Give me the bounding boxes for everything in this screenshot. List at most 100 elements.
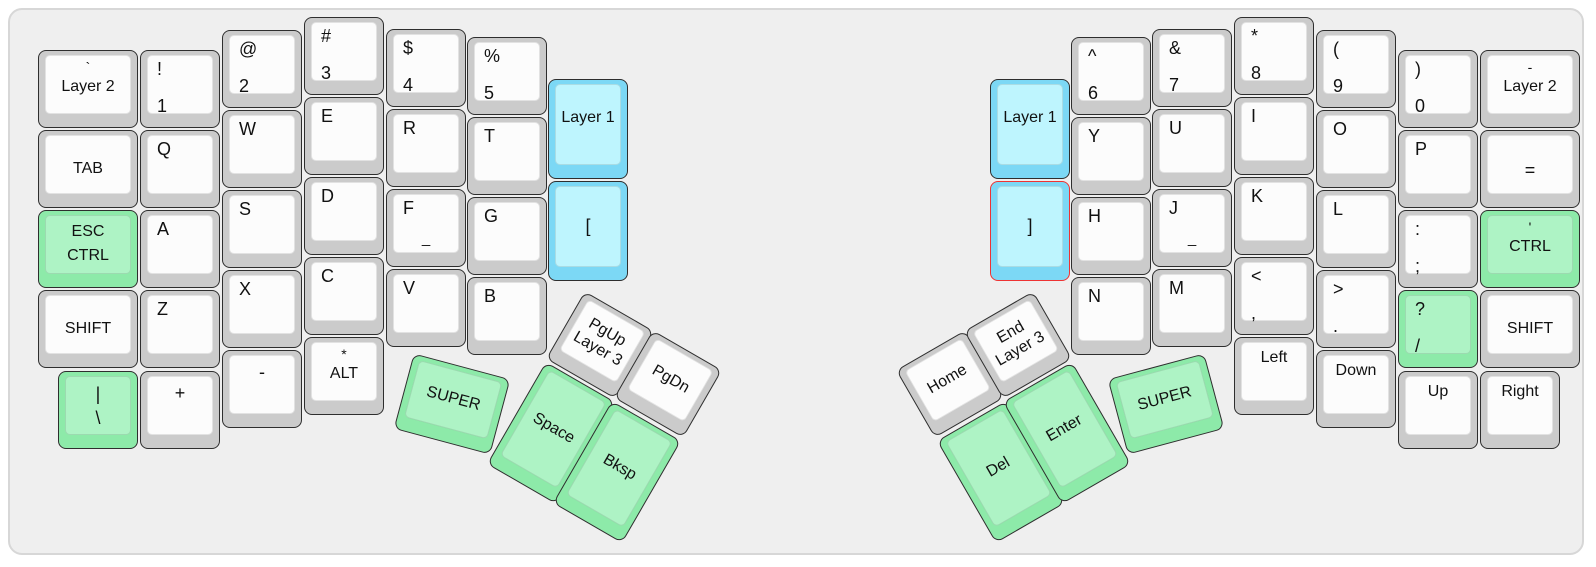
keycap: Left [1241, 342, 1307, 401]
key-legend: ^ [1088, 46, 1097, 66]
keycap: S [229, 195, 295, 254]
key-question-slash[interactable]: ?/ [1398, 290, 1478, 368]
key-m[interactable]: M [1152, 269, 1232, 347]
key-arrow-right[interactable]: Right [1480, 371, 1560, 449]
keycap: D [311, 182, 377, 241]
key-lparen-9[interactable]: (9 [1316, 30, 1396, 108]
key-l[interactable]: L [1316, 190, 1396, 268]
key-minus-layer2[interactable]: -Layer 2 [1480, 50, 1580, 128]
key-t[interactable]: T [467, 117, 547, 195]
key-legend: O [1333, 119, 1348, 139]
key-colon-semicolon[interactable]: :; [1398, 210, 1478, 288]
keycap: K [1241, 182, 1307, 241]
key-arrow-up[interactable]: Up [1398, 371, 1478, 449]
key-lbracket[interactable]: [ [548, 181, 628, 281]
key-plus[interactable]: + [140, 371, 220, 449]
key-star-8[interactable]: *8 [1234, 17, 1314, 95]
key-legend: D [321, 186, 334, 206]
key-s[interactable]: S [222, 190, 302, 268]
key-p[interactable]: P [1398, 130, 1478, 208]
key-equals[interactable]: = [1480, 130, 1580, 208]
key-shift-left[interactable]: SHIFT [38, 290, 138, 368]
key-star-alt[interactable]: *ALT [304, 337, 384, 415]
key-legend: | [95, 384, 101, 404]
key-at-2[interactable]: @2 [222, 30, 302, 108]
key-i[interactable]: I [1234, 97, 1314, 175]
keycap: O [1323, 115, 1389, 174]
key-legend: : [1415, 219, 1421, 239]
key-lt-comma[interactable]: <, [1234, 257, 1314, 335]
key-u[interactable]: U [1152, 109, 1232, 187]
key-legend: Y [1088, 126, 1101, 146]
key-dollar-4[interactable]: $4 [386, 29, 466, 107]
key-rbracket[interactable]: ] [990, 181, 1070, 281]
key-shift-right[interactable]: SHIFT [1480, 290, 1580, 368]
key-arrow-down[interactable]: Down [1316, 350, 1396, 428]
key-legend: Up [1427, 383, 1449, 400]
key-exclam-1[interactable]: !1 [140, 50, 220, 128]
key-n[interactable]: N [1071, 277, 1151, 355]
keycap: B [474, 282, 540, 341]
key-legend: W [239, 119, 256, 139]
key-caret-6[interactable]: ^6 [1071, 37, 1151, 115]
key-rparen-0[interactable]: )0 [1398, 50, 1478, 128]
key-percent-5[interactable]: %5 [467, 37, 547, 115]
key-legend: + [174, 383, 186, 403]
key-legend: Bksp [599, 451, 640, 484]
keycap: ^6 [1078, 42, 1144, 103]
key-layer1-left[interactable]: Layer 1 [548, 79, 628, 179]
keycap: *8 [1241, 22, 1307, 83]
key-j[interactable]: J_ [1152, 189, 1232, 267]
key-hash-3[interactable]: #3 [304, 17, 384, 95]
key-amp-7[interactable]: &7 [1152, 29, 1232, 107]
key-layer1-right[interactable]: Layer 1 [990, 79, 1070, 179]
keycap: 'CTRL [1487, 215, 1573, 274]
keycap: )0 [1405, 55, 1471, 116]
key-q[interactable]: Q [140, 130, 220, 208]
key-legend: Left [1260, 349, 1288, 366]
key-c[interactable]: C [304, 257, 384, 335]
keycap: Layer 1 [997, 84, 1063, 165]
key-h[interactable]: H [1071, 197, 1151, 275]
key-e[interactable]: E [304, 97, 384, 175]
key-legend: P [1415, 139, 1428, 159]
key-v[interactable]: V [386, 269, 466, 347]
key-pipe-backslash[interactable]: |\ [58, 371, 138, 449]
key-legend: / [1415, 336, 1421, 356]
keycap: >. [1323, 275, 1389, 336]
key-legend: ALT [329, 365, 359, 382]
key-legend: F [403, 198, 414, 218]
key-quote-ctrl[interactable]: 'CTRL [1480, 210, 1580, 288]
key-minus-left[interactable]: - [222, 350, 302, 428]
key-legend: X [239, 279, 252, 299]
key-o[interactable]: O [1316, 110, 1396, 188]
keycap: *ALT [311, 342, 377, 401]
key-w[interactable]: W [222, 110, 302, 188]
key-arrow-left[interactable]: Left [1234, 337, 1314, 415]
key-layer2-left[interactable]: `Layer 2 [38, 50, 138, 128]
keycap: H [1078, 202, 1144, 261]
key-gt-period[interactable]: >. [1316, 270, 1396, 348]
key-y[interactable]: Y [1071, 117, 1151, 195]
key-legend: ] [1027, 216, 1033, 237]
key-a[interactable]: A [140, 210, 220, 288]
keycap: Down [1323, 355, 1389, 414]
key-legend: SUPER [1135, 383, 1194, 415]
key-legend: N [1088, 286, 1101, 306]
key-f[interactable]: F_ [386, 189, 466, 267]
key-legend: Z [157, 299, 168, 319]
key-k[interactable]: K [1234, 177, 1314, 255]
key-tab[interactable]: TAB [38, 130, 138, 208]
key-z[interactable]: Z [140, 290, 220, 368]
key-g[interactable]: G [467, 197, 547, 275]
key-legend: SUPER [424, 383, 483, 415]
key-b[interactable]: B [467, 277, 547, 355]
keycap: TAB [45, 135, 131, 194]
key-legend: 4 [403, 75, 414, 95]
keycap: + [147, 376, 213, 435]
keycap: [ [555, 186, 621, 267]
key-x[interactable]: X [222, 270, 302, 348]
key-r[interactable]: R [386, 109, 466, 187]
key-d[interactable]: D [304, 177, 384, 255]
